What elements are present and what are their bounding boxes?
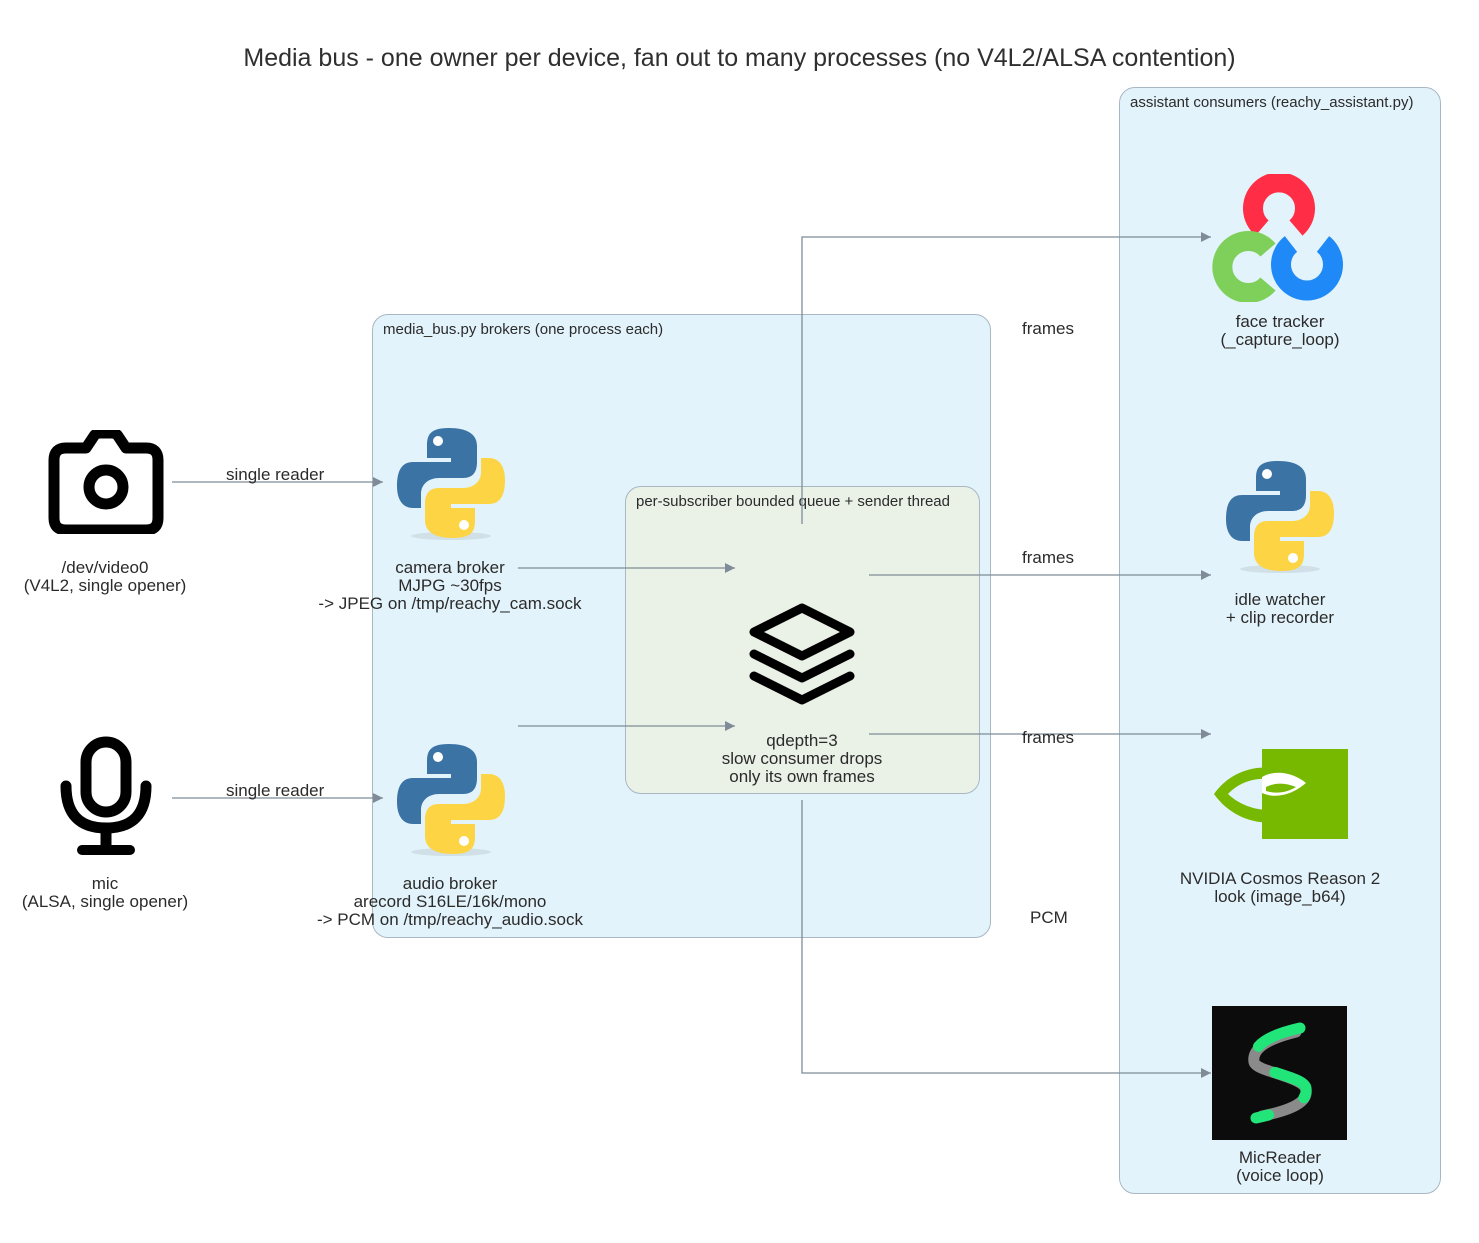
camera-icon — [48, 430, 164, 534]
edge-label-mic-reader: PCM — [1030, 908, 1068, 927]
microphone-icon — [60, 736, 152, 855]
diagram-title: Media bus - one owner per device, fan ou… — [243, 44, 1236, 72]
mic-device-label: mic (ALSA, single opener) — [21, 874, 189, 911]
python-icon — [1226, 461, 1334, 573]
edge-label-camera: single reader — [226, 465, 325, 484]
audio-broker-label: audio broker arecord S16LE/16k/mono -> P… — [317, 874, 583, 929]
edge-to-mic-reader — [801, 800, 1211, 1078]
mic-reader-label: MicReader (voice loop) — [1236, 1148, 1324, 1185]
queue-label: qdepth=3 slow consumer drops only its ow… — [721, 731, 883, 786]
brokers-cluster-label: media_bus.py brokers (one process each) — [383, 321, 664, 338]
idle-watcher-label: idle watcher + clip recorder — [1225, 590, 1335, 627]
face-tracker-label: face tracker (_capture_loop) — [1220, 312, 1340, 349]
camera-device-label: /dev/video0 (V4L2, single opener) — [23, 558, 187, 595]
layers-icon — [749, 603, 855, 705]
queue-cluster-label: per-subscriber bounded queue + sender th… — [636, 493, 950, 510]
edge-label-idle-watcher: frames — [1022, 548, 1074, 567]
queue-cluster — [625, 486, 980, 794]
silero-icon — [1212, 1006, 1347, 1140]
edge-label-mic: single reader — [226, 781, 325, 800]
edge-label-cosmos: frames — [1022, 728, 1074, 747]
edge-label-face-tracker: frames — [1022, 319, 1074, 338]
opencv-icon — [1212, 174, 1343, 302]
nvidia-icon — [1214, 749, 1348, 839]
camera-broker-label: camera broker MJPG ~30fps -> JPEG on /tm… — [318, 558, 582, 613]
python-icon — [397, 744, 505, 856]
python-icon — [397, 428, 505, 540]
consumers-cluster-label: assistant consumers (reachy_assistant.py… — [1130, 94, 1414, 111]
edge-to-face-tracker — [801, 232, 1211, 524]
cosmos-label: NVIDIA Cosmos Reason 2 look (image_b64) — [1179, 869, 1381, 906]
